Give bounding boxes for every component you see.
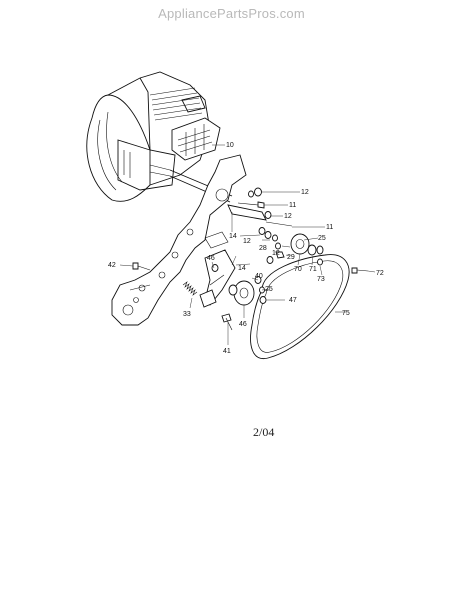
callout-33: 33: [183, 311, 191, 318]
engine-assembly: [86, 71, 233, 203]
engine-pulley: [290, 233, 324, 256]
site-watermark: AppliancePartsPros.com: [158, 6, 305, 21]
callout-75: 75: [342, 310, 350, 317]
callout-25-b: 25: [265, 286, 273, 293]
callout-28: 28: [259, 245, 267, 252]
callout-41: 41: [223, 348, 231, 355]
drive-belt: [250, 254, 350, 359]
callout-40: 40: [255, 273, 263, 280]
callout-71: 71: [309, 266, 317, 273]
cylinder-fins: [149, 87, 203, 121]
callout-labels: 10 12 11 12 11 14 12 28 29 25 70 71 73 1…: [108, 142, 384, 355]
callout-11-a: 11: [289, 202, 296, 209]
callout-11-b: 11: [326, 224, 333, 231]
callout-46-a: 46: [207, 255, 215, 262]
callout-42: 42: [108, 262, 116, 269]
date-code: 2/04: [253, 425, 275, 439]
callout-12-b: 12: [284, 213, 292, 220]
callout-14-a: 14: [229, 233, 237, 240]
callout-12-a: 12: [301, 189, 309, 196]
callout-73: 73: [317, 276, 325, 283]
callout-29: 29: [287, 254, 295, 261]
callout-25-a: 25: [318, 235, 326, 242]
callout-10: 10: [226, 142, 234, 149]
callout-70: 70: [294, 266, 302, 273]
callout-12-d: 12: [272, 250, 280, 257]
idler-bracket: [199, 249, 236, 308]
callout-47: 47: [289, 297, 297, 304]
callout-12-c: 12: [243, 238, 251, 245]
idler-pulley: [228, 280, 255, 306]
upper-bracket: [204, 204, 267, 249]
leader-lines: [119, 144, 376, 345]
callout-46-b: 46: [239, 321, 247, 328]
drive-plate: [111, 154, 247, 326]
callout-72: 72: [376, 270, 384, 277]
callout-14-b: 14: [238, 265, 246, 272]
muffler: [171, 117, 221, 161]
spring: [182, 281, 198, 296]
hardware: [132, 187, 369, 331]
